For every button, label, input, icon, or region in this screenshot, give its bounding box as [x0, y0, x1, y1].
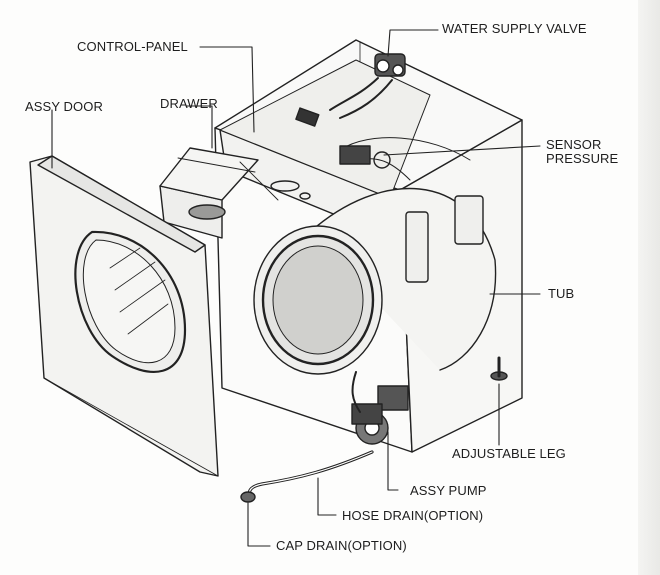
leader-drawer	[185, 105, 213, 149]
drum-opening	[253, 225, 383, 375]
leader-lines	[51, 29, 541, 547]
label-assy-door: ASSY DOOR	[25, 99, 103, 114]
adjustable-leg-drawing	[490, 356, 508, 381]
label-sensor: SENSOR	[546, 137, 602, 152]
page-edge-shadow	[638, 0, 660, 575]
label-drawer: DRAWER	[160, 96, 218, 111]
label-pressure: PRESSURE	[546, 151, 619, 166]
label-tub: TUB	[548, 286, 575, 301]
label-adjustable-leg: ADJUSTABLE LEG	[452, 446, 566, 461]
cap-drain-drawing	[240, 491, 256, 503]
tub-drawing	[309, 137, 497, 371]
drawer-drawing	[159, 147, 279, 239]
label-control-panel: CONTROL-PANEL	[77, 39, 188, 54]
leader-hose-drain	[317, 477, 337, 516]
leader-assy-pump	[387, 431, 399, 491]
hose-drain-drawing	[240, 450, 374, 503]
assy-door-drawing	[29, 155, 219, 477]
label-hose-drain: HOSE DRAIN(OPTION)	[342, 508, 484, 523]
leader-control-panel	[199, 46, 255, 133]
label-assy-pump: ASSY PUMP	[410, 483, 487, 498]
assy-pump-drawing	[351, 371, 409, 445]
label-water-supply-valve: WATER SUPPLY VALVE	[442, 21, 587, 36]
leader-sensor-pressure	[383, 145, 541, 156]
water-supply-valve-drawing	[329, 53, 406, 119]
pressure-sensor-drawing	[339, 145, 391, 169]
label-cap-drain: CAP DRAIN(OPTION)	[276, 538, 407, 553]
leader-cap-drain	[247, 502, 271, 547]
leader-water-supply-valve	[387, 29, 439, 57]
